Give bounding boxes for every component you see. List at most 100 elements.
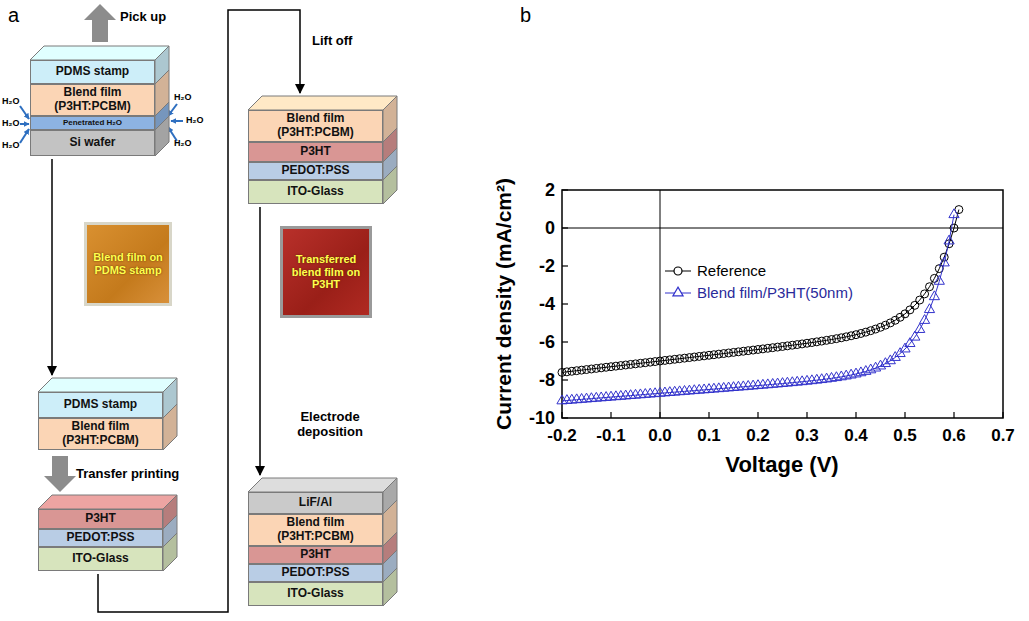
layer-name: PEDOT:PSS [249, 164, 382, 178]
data-marker [939, 257, 949, 266]
tick [953, 412, 954, 418]
tick-label: 0.1 [697, 426, 721, 446]
jv-chart [557, 190, 1003, 418]
legend-text: Blend film/P3HT(50nm) [697, 284, 853, 301]
data-marker [915, 324, 925, 333]
tick-label: 0.4 [844, 426, 868, 446]
tick-label: 2 [545, 180, 555, 201]
tick-label: 0.6 [942, 426, 966, 446]
layer-name: ITO-Glass [249, 185, 382, 199]
layer-faces [30, 102, 171, 132]
jv-curve [562, 215, 954, 401]
water-arrow [20, 123, 29, 125]
data-marker [852, 331, 860, 339]
water-label: H₂O [174, 138, 192, 148]
tick [562, 303, 568, 304]
layer-name: ITO-Glass [249, 587, 382, 601]
layer-box: P3HT [248, 546, 383, 564]
tick-label: -0.1 [596, 426, 625, 446]
layer-box: Blend film (P3HT:PCBM) [30, 84, 155, 116]
data-marker [872, 325, 880, 333]
data-marker [886, 319, 894, 327]
tick [904, 412, 905, 418]
layer-name: PDMS stamp [39, 398, 162, 412]
tick-label: 0.0 [648, 426, 672, 446]
layer-name: LiF/Al [249, 496, 382, 510]
layer-top [38, 378, 177, 392]
layer-box: PEDOT:PSS [38, 529, 163, 547]
tick [562, 189, 568, 190]
layer-box: ITO-Glass [38, 547, 163, 571]
layer-box: Penetrated H₂O [30, 116, 155, 130]
layer-top [248, 478, 397, 492]
tick [1002, 412, 1003, 418]
layer-box: P3HT [248, 142, 383, 162]
tick-label: -2 [539, 256, 555, 277]
data-marker [891, 316, 899, 324]
tick [806, 412, 807, 418]
legend-marker [664, 261, 692, 281]
tick-label: 0.2 [746, 426, 770, 446]
data-marker [920, 315, 930, 324]
water-label: H₂O [2, 140, 20, 150]
photo-inset: Blend film on PDMS stamp [84, 222, 172, 306]
step-name: Electrode deposition [282, 410, 378, 440]
data-marker [862, 328, 870, 336]
data-marker [881, 321, 889, 329]
panel-letter: b [520, 4, 531, 27]
step-name: Transfer printing [76, 467, 179, 482]
data-marker [875, 360, 885, 369]
legend-marker [664, 283, 692, 303]
axis-title: Current density (mA/cm²) [492, 178, 516, 430]
tick [562, 341, 568, 342]
tick-label: -0.2 [547, 426, 576, 446]
layer-name: PDMS stamp [31, 65, 154, 79]
layer-box: ITO-Glass [248, 180, 383, 204]
process-arrow [51, 159, 53, 375]
water-label: H₂O [2, 96, 20, 106]
data-marker [906, 306, 914, 314]
tick [757, 412, 758, 418]
layer-side [155, 116, 169, 156]
tick [562, 265, 568, 266]
tick [562, 417, 568, 418]
data-marker [911, 301, 919, 309]
layer-name: Blend film (P3HT:PCBM) [249, 516, 382, 544]
water-label: H₂O [174, 92, 192, 102]
layer-name: P3HT [249, 145, 382, 159]
data-marker [924, 304, 934, 313]
layer-side [163, 404, 177, 450]
tick [562, 379, 568, 380]
data-marker [857, 329, 865, 337]
tick-label: 0.5 [893, 426, 917, 446]
layer-box: Blend film (P3HT:PCBM) [248, 514, 383, 546]
layer-name: ITO-Glass [39, 552, 162, 566]
layer-name: P3HT [39, 512, 162, 526]
data-marker [867, 327, 875, 335]
process-arrow [259, 207, 261, 475]
layer-side [383, 568, 397, 606]
layer-box: Si wafer [30, 130, 155, 156]
layer-box: ITO-Glass [248, 582, 383, 606]
photo-caption: Transferred blend film on P3HT [283, 253, 369, 291]
data-marker [880, 358, 890, 367]
tick [610, 412, 611, 418]
step-name: Lift off [312, 34, 352, 49]
layer-name: P3HT [249, 548, 382, 562]
water-label: H₂O [186, 115, 204, 125]
data-marker [934, 275, 944, 284]
zero-line [562, 228, 1003, 229]
data-marker [944, 235, 954, 244]
tick-label: 0.3 [795, 426, 819, 446]
layer-name: Blend film (P3HT:PCBM) [31, 86, 154, 114]
layer-name: Blend film (P3HT:PCBM) [249, 112, 382, 140]
layer-box: LiF/Al [248, 492, 383, 514]
data-markers [557, 209, 959, 404]
tick [561, 412, 562, 418]
layer-side [163, 533, 177, 571]
transfer-arrow [44, 456, 76, 492]
tick [562, 227, 568, 228]
legend-symbol [674, 267, 682, 275]
photo-caption: Blend film on PDMS stamp [87, 251, 169, 276]
layer-top [38, 495, 177, 509]
